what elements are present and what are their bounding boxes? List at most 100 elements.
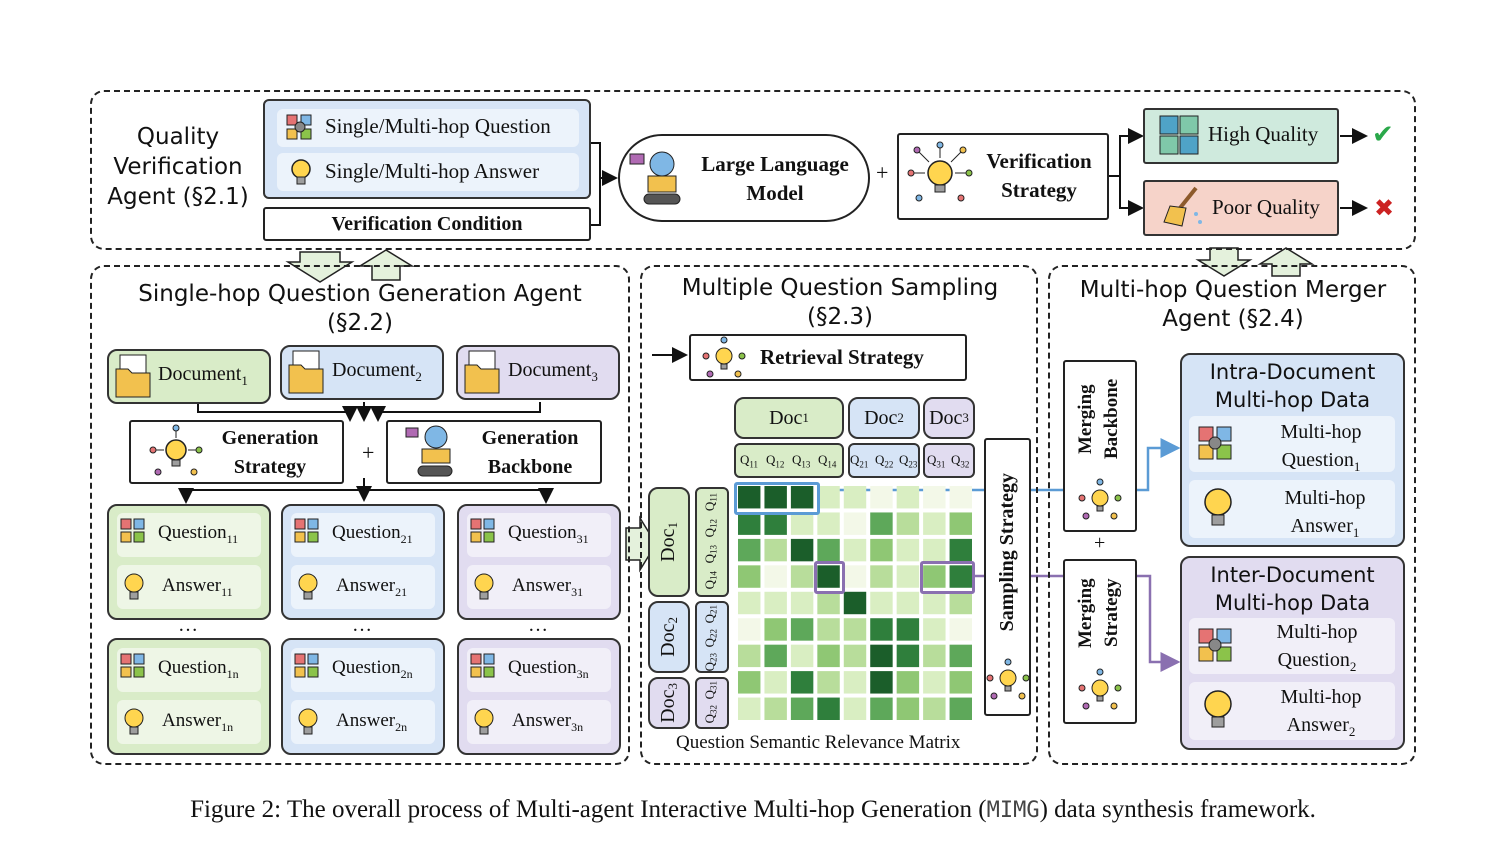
doc-sub: 3 <box>665 683 680 690</box>
col-q-sub: 22 <box>884 459 894 470</box>
lightbulb-icon <box>1200 486 1236 530</box>
matrix-cell <box>896 618 920 641</box>
merging-strategy-text: Merging Strategy <box>1075 578 1122 648</box>
matrix-cell <box>843 538 867 562</box>
matrix-cell <box>843 618 867 641</box>
verification-strategy-line2: Strategy <box>1001 178 1077 202</box>
question-sub: 2n <box>400 666 413 681</box>
check-icon: ✔ <box>1372 120 1394 150</box>
puzzle-icon <box>470 518 495 543</box>
answer-11-label: Answer11 <box>162 575 233 600</box>
matrix-cell <box>949 565 972 588</box>
row-q-sub: 31 <box>708 681 719 690</box>
matrix-cell <box>790 486 814 509</box>
answer-sub: 1n <box>221 719 234 734</box>
single-hop-panel <box>90 265 630 765</box>
doc-row-2-label: Doc2 <box>648 601 690 673</box>
question-11-label: Question11 <box>158 522 238 547</box>
generation-strategy-line1: Generation <box>221 427 319 449</box>
row-question-labels: Q11 Q12 Q13 Q14 Q21 Q22 Q23 Q31 Q32 <box>702 487 724 729</box>
robot-icon <box>404 422 456 480</box>
puzzle-icon <box>294 653 319 678</box>
matrix-cell <box>949 538 972 562</box>
matrix-cell <box>790 591 814 615</box>
caption-prefix: Figure 2: The overall process of Multi-a… <box>190 796 987 823</box>
matrix-cell <box>738 538 761 562</box>
folder-icon <box>114 353 152 399</box>
matrix-cell <box>738 671 761 694</box>
row-q-label: Q21 <box>702 605 719 624</box>
matrix-cell <box>843 486 867 509</box>
matrix-cell <box>817 618 840 641</box>
puzzle-icon <box>470 653 495 678</box>
question-sub: 1 <box>1353 459 1361 474</box>
matrix-cell <box>790 538 814 562</box>
matrix-cell <box>764 512 787 535</box>
row-q-label: Q12 <box>702 519 719 538</box>
qa-answer-label: Single/Multi-hop Answer <box>325 159 540 183</box>
matrix-cell <box>817 697 840 720</box>
intra-title-line2: Multi-hop Data <box>1214 388 1371 412</box>
matrix-cell <box>738 618 761 641</box>
matrix-cell <box>949 644 972 668</box>
matrix-cell <box>764 697 787 720</box>
folder-icon <box>287 349 325 395</box>
matrix-cell <box>817 644 840 668</box>
matrix-cell <box>870 512 893 535</box>
strategy-bulb-icon <box>148 424 204 480</box>
matrix-cell <box>923 671 946 694</box>
matrix-cell <box>949 671 972 694</box>
matrix-cell <box>949 591 972 615</box>
figure-caption: Figure 2: The overall process of Multi-a… <box>0 796 1506 824</box>
doc-word: Doc <box>657 623 679 657</box>
col-q-sub: 21 <box>859 459 869 470</box>
doc-sub: 1 <box>802 410 809 425</box>
matrix-cell <box>843 697 867 720</box>
matrix-cell <box>764 538 787 562</box>
matrix-cell <box>817 591 840 615</box>
row-q-label: Q32 <box>702 705 719 724</box>
matrix-cell <box>790 671 814 694</box>
relevance-matrix <box>736 484 974 722</box>
col-q-group-3 <box>923 443 975 478</box>
answer-3n-label: Answer3n <box>512 710 583 735</box>
sampling-title: Multiple Question Sampling (§2.3) <box>650 274 1030 332</box>
merger-plus: + <box>1094 532 1106 554</box>
matrix-cell <box>949 486 972 509</box>
sampling-title-line2: (§2.3) <box>806 304 874 330</box>
quality-title-line2: Verification <box>113 154 243 180</box>
document-1-label: Document1 <box>158 363 248 389</box>
folder-icon <box>463 349 501 395</box>
strategy-bulb-icon <box>986 658 1030 702</box>
matrix-cell <box>738 697 761 720</box>
generation-backbone-line2: Backbone <box>487 456 573 478</box>
matrix-cell <box>843 591 867 615</box>
col-q-sub: 32 <box>960 459 970 470</box>
verification-strategy-label: Verification Strategy <box>976 147 1102 205</box>
intra-question-label: Multi-hop Question1 <box>1246 418 1396 481</box>
caption-code: MIMG <box>986 798 1040 823</box>
answer-sub: 2 <box>1348 724 1356 739</box>
intra-answer-line: Answer1 <box>1250 512 1400 547</box>
row-q-label: Q23 <box>702 653 719 672</box>
question-3n-label: Question3n <box>508 657 589 682</box>
matrix-cell <box>764 618 787 641</box>
question-word: Question <box>332 522 401 543</box>
strategy-bulb-icon <box>702 336 746 380</box>
inter-title-line1: Inter-Document <box>1210 563 1375 587</box>
lightbulb-icon <box>124 573 144 600</box>
matrix-cell <box>764 486 787 509</box>
doc-word: Doc <box>769 406 803 429</box>
ellipsis-col2: … <box>352 614 372 636</box>
question-word: Question <box>508 657 577 678</box>
answer-21-label: Answer21 <box>336 575 407 600</box>
doc-word: Doc <box>864 406 898 429</box>
qa-question-row <box>277 109 579 147</box>
matrix-cell <box>817 565 840 588</box>
generation-backbone-line1: Generation <box>481 427 579 449</box>
row-q-label: Q14 <box>702 571 719 590</box>
matrix-cell <box>738 644 761 668</box>
verification-strategy-line1: Verification <box>986 149 1092 173</box>
